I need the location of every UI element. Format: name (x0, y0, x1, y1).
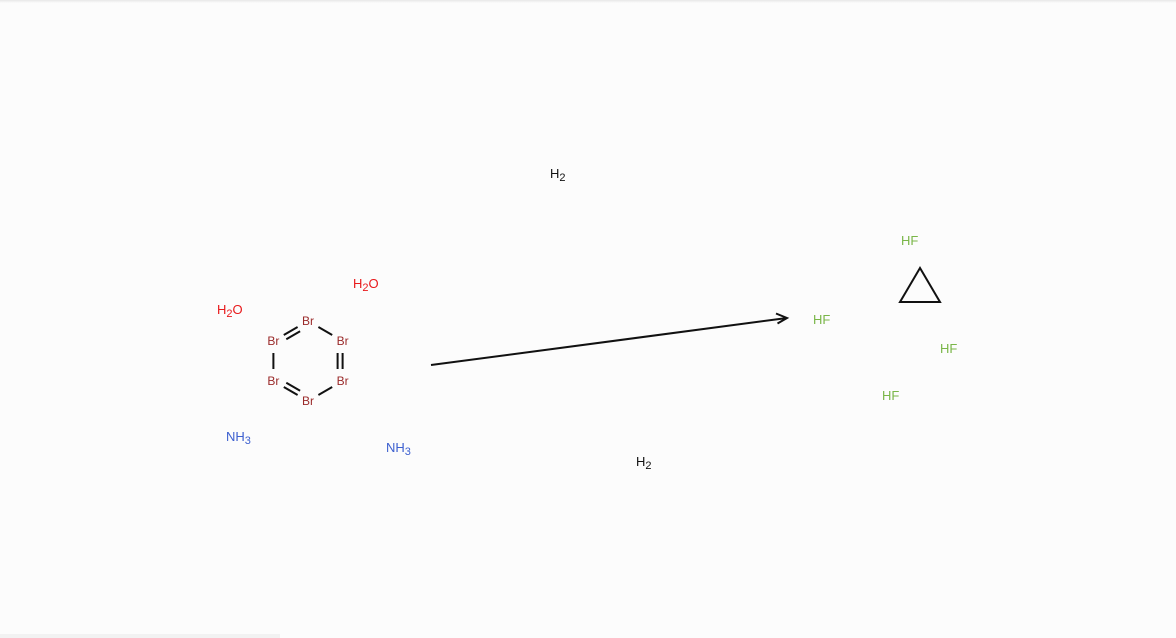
hydrogen-label: H2 (636, 454, 652, 472)
bromine-atom: Br (336, 374, 349, 388)
water-label: H2O (217, 302, 243, 320)
ring-bond (317, 386, 333, 396)
hf-label: HF (813, 312, 831, 327)
ring-double-bond (285, 381, 301, 392)
hf-label: HF (882, 388, 900, 403)
ring-double-bond (285, 330, 301, 341)
hf-label: HF (901, 233, 919, 248)
bottom-strip (0, 634, 280, 638)
arrow-right-icon (430, 312, 790, 366)
hf-label: HF (940, 341, 958, 356)
top-shadow (0, 0, 1176, 3)
ring-bond (283, 326, 299, 336)
reaction-arrow-shaft (430, 317, 788, 366)
water-label: H2O (353, 276, 379, 294)
ring-bond (283, 386, 299, 396)
hexabromobenzene-bonds (272, 326, 344, 396)
ammonia-label: NH3 (386, 440, 411, 458)
bromine-atom: Br (267, 374, 280, 388)
bromine-atom: Br (336, 334, 349, 348)
bromine-atom: Br (302, 314, 314, 328)
ring-bond (317, 326, 333, 336)
hydrogen-label: H2 (550, 166, 566, 184)
ammonia-label: NH3 (226, 429, 251, 447)
bromine-atom: Br (302, 394, 314, 408)
bromine-atom: Br (267, 334, 280, 348)
reaction-arrow-head (775, 312, 790, 325)
cyclopropane-icon (898, 266, 942, 303)
